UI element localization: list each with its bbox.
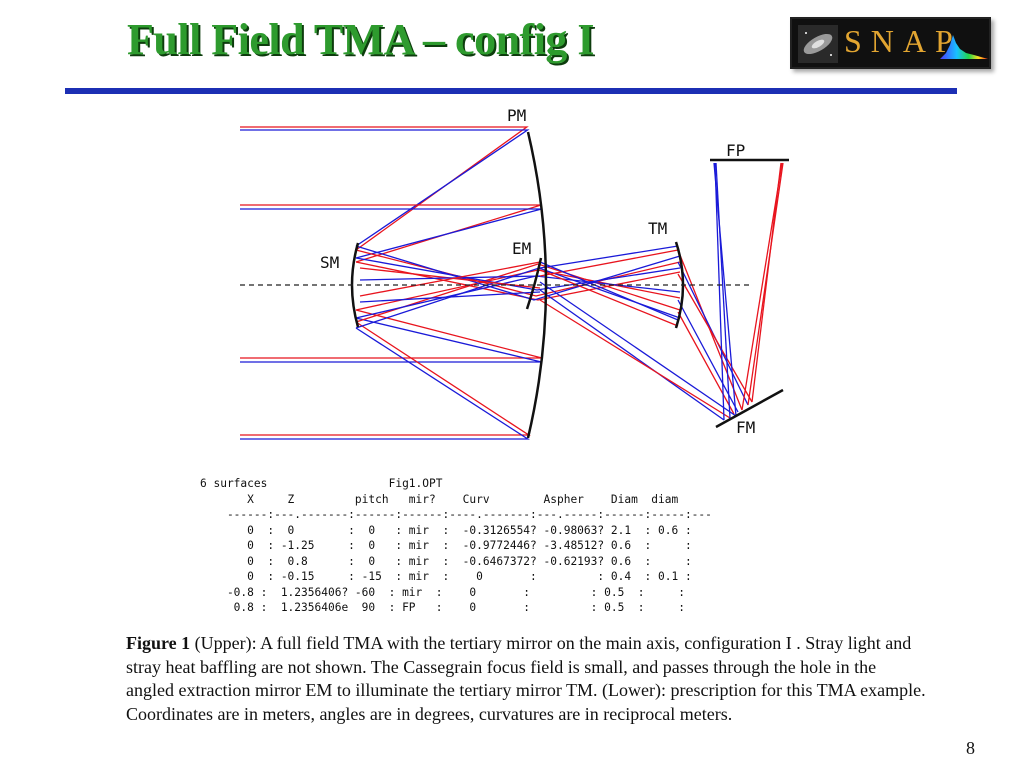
- light-ray: [359, 275, 541, 281]
- page-title: Full Field TMA – config I: [127, 15, 595, 64]
- label-pm: PM: [507, 106, 526, 125]
- prescription-line: 0 : 0.8 : 0 : mir : -0.6467372? -0.62193…: [247, 554, 692, 568]
- prescription-line: 0 : 0 : 0 : mir : -0.3126554? -0.98063? …: [247, 523, 692, 537]
- light-ray: [240, 327, 530, 440]
- extraction-mirror: [525, 257, 543, 310]
- figure-caption: Figure 1 (Upper): A full field TMA with …: [126, 632, 926, 726]
- light-ray: [539, 281, 737, 417]
- label-fm: FM: [736, 418, 755, 437]
- prescription-line: X Z pitch mir? Curv Aspher Diam diam: [247, 492, 679, 506]
- light-ray: [240, 321, 531, 436]
- light-ray: [240, 204, 542, 263]
- light-ray: [240, 129, 530, 247]
- light-ray: [539, 245, 679, 269]
- light-ray: [751, 162, 782, 403]
- prescription-line: -0.8 : 1.2356406? -60 : mir : 0 : : 0.5 …: [226, 585, 685, 599]
- light-ray: [240, 317, 542, 363]
- light-ray: [359, 291, 541, 303]
- light-ray: [747, 162, 784, 406]
- page-number: 8: [966, 738, 975, 758]
- logo-text: SNAP: [844, 23, 962, 59]
- prescription-line: ------:---.-------:------:------:----.--…: [226, 508, 712, 521]
- prescription-line: 6 surfaces Fig1.OPT: [200, 477, 443, 490]
- prescription-line: 0 : -0.15 : -15 : mir : 0 : : 0.4 : 0.1 …: [247, 570, 692, 583]
- light-ray: [741, 162, 783, 411]
- light-ray: [714, 162, 725, 421]
- prescription-line: 0.8 : 1.2356406e 90 : FP : 0 : : 0.5 : :: [200, 601, 685, 614]
- light-ray: [713, 162, 737, 417]
- light-ray: [355, 245, 681, 301]
- label-tm: TM: [648, 219, 667, 238]
- spectrum-icon: [940, 35, 988, 59]
- prescription-line: 0 : -1.25 : 0 : mir : -0.9772446? -3.485…: [247, 539, 692, 552]
- light-ray: [355, 263, 681, 323]
- snap-logo: SNAP: [790, 17, 991, 69]
- light-ray: [677, 311, 735, 415]
- light-ray: [240, 126, 529, 251]
- light-ray: [539, 299, 731, 419]
- light-ray: [677, 273, 753, 403]
- light-ray: [539, 269, 679, 327]
- ray-bundle: [240, 126, 784, 440]
- figure-label: Figure 1: [126, 633, 191, 653]
- label-em: EM: [512, 239, 531, 258]
- caption-text: (Upper): A full field TMA with the terti…: [126, 633, 926, 724]
- light-ray: [539, 261, 679, 321]
- title-divider: [65, 88, 957, 94]
- light-ray: [359, 261, 541, 297]
- light-ray: [355, 249, 681, 297]
- optical-layout-diagram: PM FP TM EM SM FM: [240, 106, 789, 440]
- label-sm: SM: [320, 253, 339, 272]
- label-fp: FP: [726, 141, 745, 160]
- prescription-table: 6 surfaces Fig1.OPT X Z pitch mir? Curv …: [200, 476, 712, 616]
- fold-mirror: [715, 388, 784, 429]
- light-ray: [539, 289, 725, 421]
- galaxy-icon: [798, 25, 838, 63]
- light-ray: [355, 257, 681, 291]
